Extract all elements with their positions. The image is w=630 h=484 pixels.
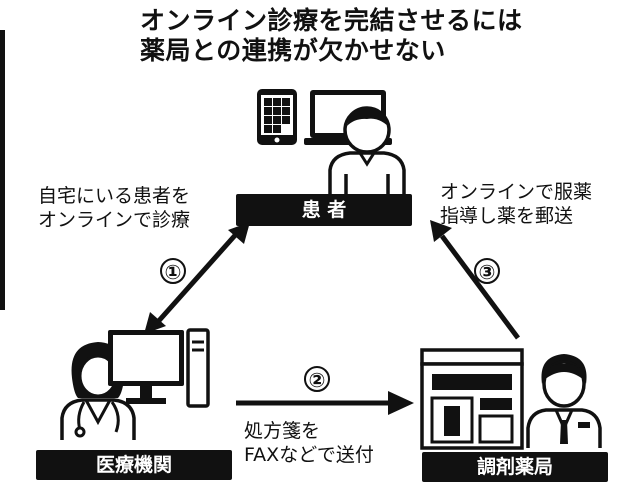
- patient-label: 患 者: [236, 194, 412, 226]
- bottom-annotation-line-1: 処方箋を: [244, 420, 321, 442]
- page-title: オンライン診療を完結させるには 薬局との連携が欠かせない: [140, 6, 580, 66]
- clinic-label: 医療機関: [36, 450, 232, 480]
- arrow-2-to-pharmacy: [236, 391, 414, 415]
- arrow-3-to-patient: [430, 220, 521, 340]
- right-annotation-line-2: 指導し薬を郵送: [440, 205, 574, 227]
- pharmacist-icon: [526, 354, 602, 448]
- step-1-marker: ①: [160, 258, 186, 284]
- title-line-1: オンライン診療を完結させるには: [140, 6, 523, 35]
- arrow-1-bidirectional: [144, 222, 250, 334]
- desktop-computer-icon: [108, 328, 210, 408]
- pharmacy-label: 調剤薬局: [422, 452, 608, 482]
- left-border-rule: [0, 30, 5, 310]
- tablet-icon: [257, 89, 297, 145]
- step-2-marker: ②: [304, 366, 330, 392]
- pharmacy-counter-icon: [420, 348, 524, 450]
- left-annotation-line-1: 自宅にいる患者を: [38, 185, 191, 207]
- title-line-2: 薬局との連携が欠かせない: [140, 36, 446, 65]
- step-3-marker: ③: [474, 258, 500, 284]
- right-annotation-line-1: オンラインで服薬: [440, 181, 593, 203]
- bottom-annotation-line-2: FAXなどで送付: [244, 444, 374, 466]
- left-annotation-line-2: オンラインで診療: [38, 209, 191, 231]
- patient-person-icon: [328, 106, 406, 194]
